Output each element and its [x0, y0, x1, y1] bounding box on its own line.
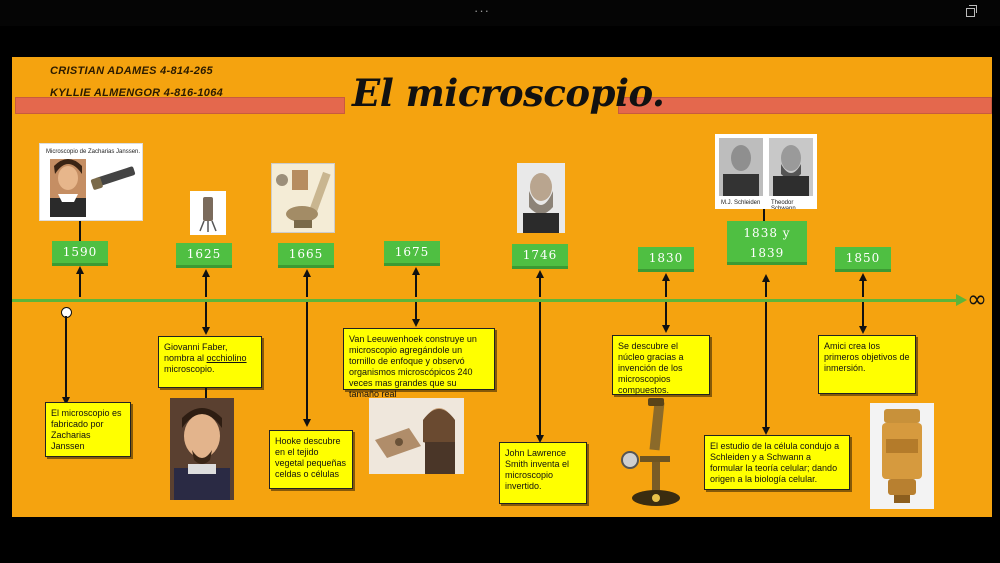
arrow-down-icon: [62, 397, 70, 405]
janssen-image-caption: Microscopio de Zacharias Janssen.: [46, 149, 141, 155]
leeuwenhoek-image: [369, 398, 464, 474]
event-text-1838: El estudio de la célula condujo a Schlei…: [710, 441, 840, 484]
amici-objective-image: [870, 403, 934, 509]
connector-1625-down: [205, 302, 207, 328]
smith-illustration: [517, 163, 565, 233]
leeuwenhoek-illustration: [369, 398, 464, 474]
arrow-up-icon: [536, 270, 544, 278]
connector-1838-up: [765, 281, 767, 297]
arrow-up-icon: [412, 267, 420, 275]
arrow-up-icon: [662, 273, 670, 281]
schleiden-schwann-illustration: [715, 134, 817, 209]
smith-portrait-image: [517, 163, 565, 233]
arrow-up-icon: [859, 273, 867, 281]
event-card-1838: El estudio de la célula condujo a Schlei…: [704, 435, 850, 490]
arrow-down-icon: [303, 419, 311, 427]
event-card-1830: Se descubre el núcleo gracias a invenció…: [612, 335, 710, 395]
arrow-up-icon: [303, 269, 311, 277]
connector-1625-up: [205, 275, 207, 297]
arrow-down-icon: [662, 325, 670, 333]
event-text-1625-a: Giovanni Faber, nombra al: [164, 342, 228, 363]
connector-1665-up: [306, 275, 308, 297]
arrow-up-icon: [202, 269, 210, 277]
arrow-down-icon: [536, 435, 544, 443]
schwann-caption: Theodor Schwann: [771, 200, 796, 209]
title-band-right: [618, 97, 992, 114]
year-box-1838: 1838 y 1839: [727, 221, 807, 265]
connector-1675-down: [415, 302, 417, 320]
year-box-1665: 1665: [278, 243, 334, 268]
year-box-1590: 1590: [52, 241, 108, 266]
slide-canvas: CRISTIAN ADAMES 4-814-265 KYLLIE ALMENGO…: [12, 57, 992, 517]
connector-1675-up: [415, 273, 417, 297]
connector-1590-down: [65, 316, 67, 398]
event-text-1830: Se descubre el núcleo gracias a invenció…: [618, 341, 684, 395]
event-text-1625-b: microscopio.: [164, 364, 215, 374]
author-1: CRISTIAN ADAMES 4-814-265: [50, 65, 213, 77]
faber-portrait-illustration: [170, 398, 234, 500]
year-box-1746: 1746: [512, 244, 568, 269]
janssen-illustration: [50, 159, 136, 217]
year-1838-line1: 1838 y: [743, 226, 791, 240]
event-card-1850: Amici crea los primeros objetivos de inm…: [818, 335, 916, 394]
arrow-down-icon: [412, 319, 420, 327]
connector-1850-up: [862, 279, 864, 297]
event-card-1665: Hooke descubre en el tejido vegetal pequ…: [269, 430, 353, 489]
occhiolino-illustration: [199, 197, 217, 232]
connector-1838-down: [765, 302, 767, 428]
year-box-1625: 1625: [176, 243, 232, 268]
connector-1590-top: [79, 221, 81, 241]
event-text-1675: Van Leeuwenhoek construye un microscopio…: [349, 334, 477, 399]
event-card-1625: Giovanni Faber, nombra al occhiolino mic…: [158, 336, 262, 388]
schleiden-caption: M.J. Schleiden: [721, 200, 761, 206]
arrow-down-icon: [859, 326, 867, 334]
connector-1746-down: [539, 302, 541, 436]
more-dots-icon[interactable]: ···: [474, 3, 490, 18]
event-card-1746: John Lawrence Smith inventa el microscop…: [499, 442, 587, 504]
event-card-1675: Van Leeuwenhoek construye un microscopio…: [343, 328, 495, 399]
infinity-symbol: ∞: [967, 285, 987, 313]
amici-objective-illustration: [870, 403, 934, 509]
event-text-1665: Hooke descubre en el tejido vegetal pequ…: [275, 436, 347, 479]
schleiden-schwann-image: M.J. Schleiden Theodor Schwann: [715, 134, 817, 209]
faber-portrait-image: [170, 398, 234, 500]
connector-1590-up: [79, 272, 81, 297]
compound-microscope-image: [612, 398, 684, 510]
connector-1625-portrait: [205, 388, 207, 398]
year-box-1830: 1830: [638, 247, 694, 272]
hooke-illustration: [272, 164, 334, 232]
restore-window-icon[interactable]: [966, 5, 977, 17]
year-box-1675: 1675: [384, 241, 440, 266]
author-2: KYLLIE ALMENGOR 4-816-1064: [50, 87, 224, 99]
occhiolino-link[interactable]: occhiolino: [206, 353, 247, 363]
hooke-microscope-image: [271, 163, 335, 233]
arrow-up-icon: [76, 266, 84, 274]
event-text-1850: Amici crea los primeros objetivos de inm…: [824, 341, 910, 373]
faber-microscope-image: [190, 191, 226, 235]
connector-1830-up: [665, 279, 667, 297]
window-title-bar: ···: [0, 0, 1000, 26]
connector-1746-up: [539, 276, 541, 297]
year-box-1850: 1850: [835, 247, 891, 272]
compound-microscope-illustration: [621, 398, 680, 506]
connector-1830-down: [665, 302, 667, 326]
authors: CRISTIAN ADAMES 4-814-265 KYLLIE ALMENGO…: [50, 60, 223, 104]
arrow-down-icon: [762, 427, 770, 435]
connector-1838-top: [763, 209, 765, 221]
title-band-left: [15, 97, 345, 114]
event-card-1590: El microscopio es fabricado por Zacharia…: [45, 402, 131, 457]
janssen-image: Microscopio de Zacharias Janssen.: [39, 143, 143, 221]
connector-1665-down: [306, 302, 308, 420]
arrow-down-icon: [202, 327, 210, 335]
event-text-1590: El microscopio es fabricado por Zacharia…: [51, 408, 122, 451]
slide-title: El microscopio.: [352, 71, 665, 115]
timeline-axis: [12, 299, 960, 302]
year-1838-line2: 1839: [749, 246, 785, 260]
connector-1850-down: [862, 302, 864, 327]
arrow-up-icon: [762, 274, 770, 282]
timeline-arrow-icon: [956, 294, 967, 306]
event-text-1746: John Lawrence Smith inventa el microscop…: [505, 448, 570, 491]
